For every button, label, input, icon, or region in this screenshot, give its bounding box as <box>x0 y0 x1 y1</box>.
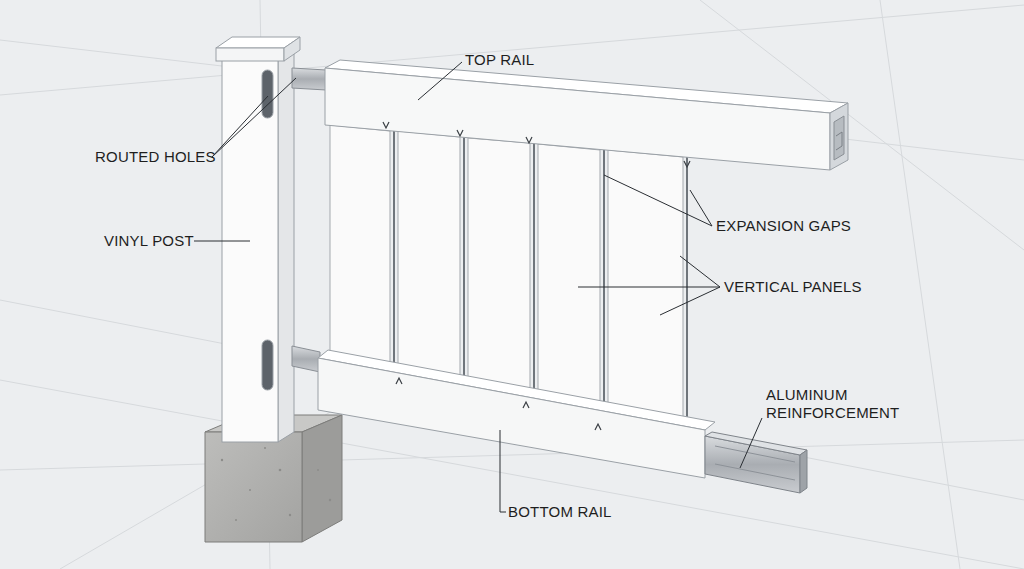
part-label: VINYL POST <box>104 232 194 250</box>
part-label: ROUTED HOLES <box>95 148 216 166</box>
part-label: EXPANSION GAPS <box>716 217 851 235</box>
part-label: TOP RAIL <box>465 51 534 69</box>
bottom-rail <box>318 350 715 478</box>
routed-hole <box>262 340 273 390</box>
expansion-gap-mark <box>383 122 690 430</box>
leader-line <box>194 62 762 512</box>
part-label: ALUMINUM REINFORCEMENT <box>766 386 906 422</box>
rail-stub <box>292 346 320 372</box>
aluminum-reinforcement <box>705 432 807 493</box>
routed-hole <box>262 70 273 118</box>
rail-stub <box>292 68 326 90</box>
vinyl-post <box>216 37 300 442</box>
part-label: BOTTOM RAIL <box>508 503 612 521</box>
part-label: VERTICAL PANELS <box>724 278 862 296</box>
top-rail <box>325 60 848 170</box>
